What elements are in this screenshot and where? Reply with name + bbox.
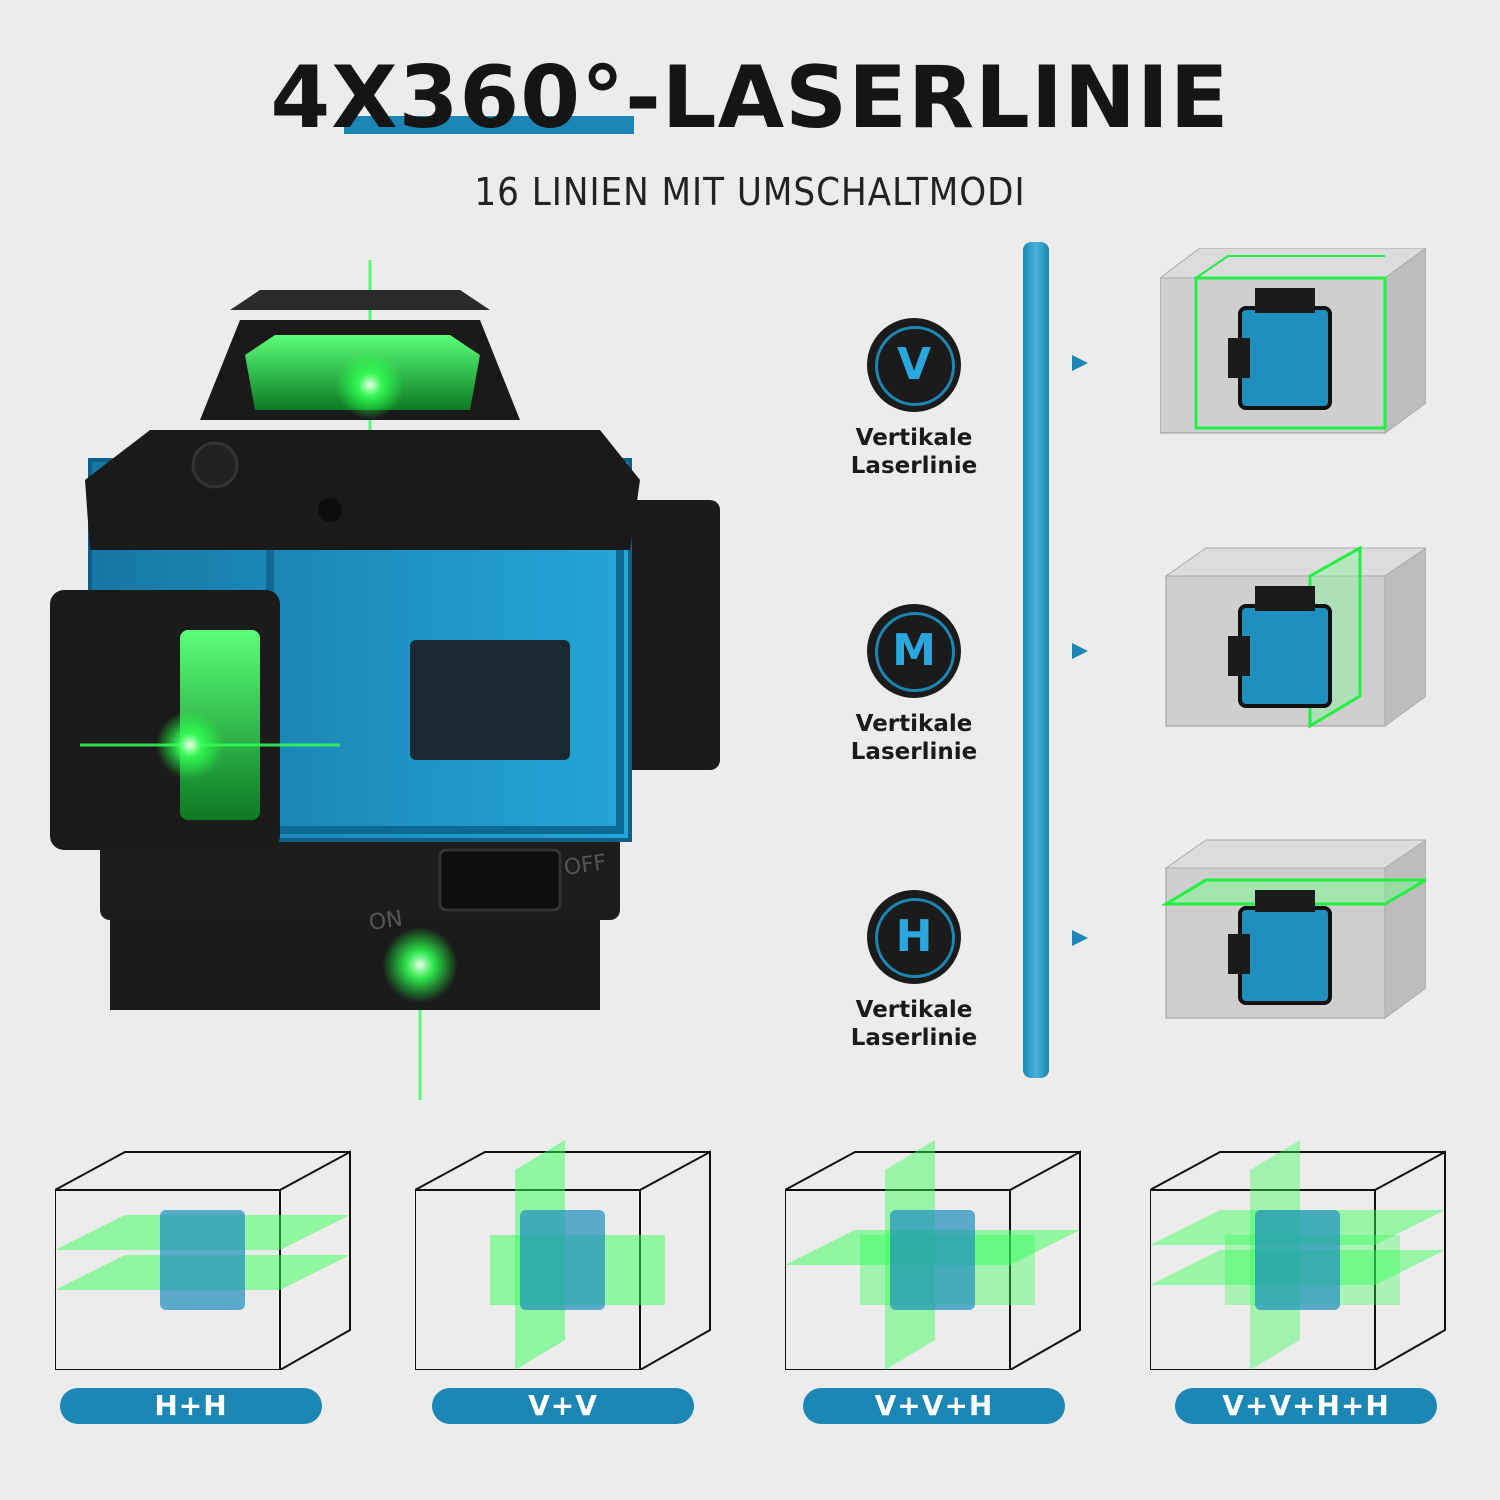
horizontal-laser-room-icon [1160, 839, 1426, 1019]
page-title: 4X360°-LASERLINIE [270, 48, 1230, 148]
combo-label-h-h: H+H [60, 1388, 322, 1424]
scene-h-h [55, 1150, 351, 1370]
mode-divider-bar [1023, 242, 1049, 1078]
title-underline [344, 116, 634, 134]
vertical-laser-room-icon [1160, 248, 1426, 434]
page-subtitle: 16 LINIEN MIT UMSCHALTMODI [474, 170, 1026, 214]
switch-on-label: ON [367, 906, 404, 935]
mode-v-badge: V [867, 318, 961, 412]
switch-off-label: OFF [562, 850, 608, 881]
scene-v-v-h [785, 1140, 1081, 1370]
laser-level-device-illustration: ON OFF [50, 260, 720, 1100]
combo-label-v-v: V+V [432, 1388, 694, 1424]
combo-label-v-v-h-h: V+V+H+H [1175, 1388, 1437, 1424]
scene-v-v [415, 1140, 711, 1370]
arrow-right-icon [1072, 643, 1088, 659]
scene-v-v-h-h [1150, 1140, 1446, 1370]
arrow-right-icon [1072, 930, 1088, 946]
combo-label-v-v-h: V+V+H [803, 1388, 1065, 1424]
mode-m-badge: M [867, 604, 961, 698]
mode-h-badge: H [867, 890, 961, 984]
arrow-right-icon [1072, 355, 1088, 371]
side-laser-room-icon [1164, 546, 1426, 729]
